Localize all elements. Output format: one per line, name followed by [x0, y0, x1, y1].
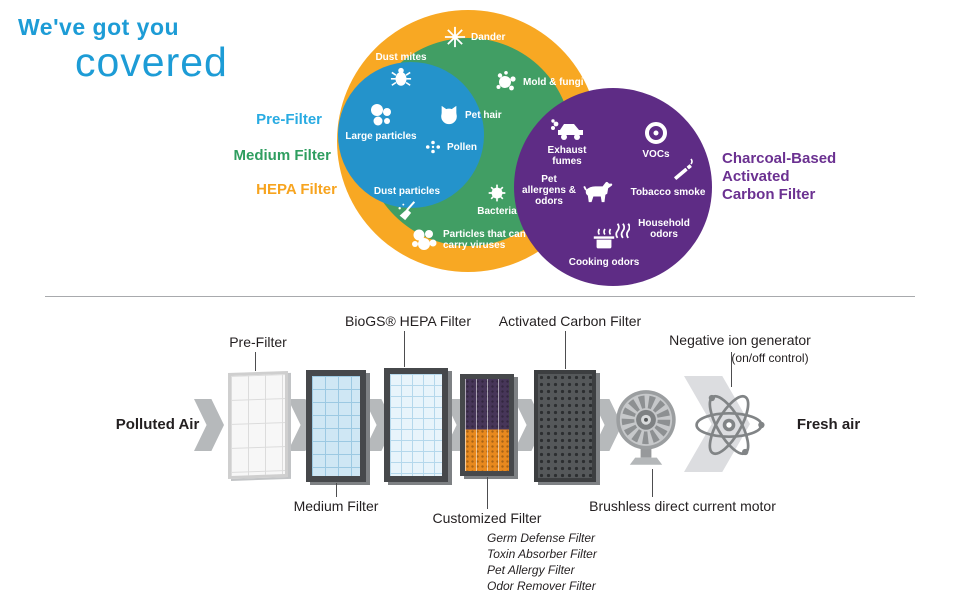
venn-item-label: Cooking odors	[568, 257, 640, 268]
carbon-filter-circle	[514, 88, 712, 286]
cigarette-icon	[670, 158, 696, 184]
title-line1: We've got you	[18, 14, 180, 40]
carbon-label-line2: Activated	[722, 168, 790, 185]
sublist-item: Germ Defense Filter	[487, 531, 596, 545]
pollen-icon	[424, 138, 442, 156]
venn-item-label: Mold & fungi	[523, 76, 584, 88]
biogs-hepa-filter-image	[384, 368, 448, 482]
flow-pre-filter-label: Pre-Filter	[229, 334, 287, 350]
carbon-filter-label: Charcoal-Based Activated Carbon Filter	[722, 150, 862, 204]
venn-item-pet-hair: Pet hair	[438, 104, 502, 126]
customized-filter-sublist: Germ Defense Filter Toxin Absorber Filte…	[487, 530, 597, 594]
carbon-label-line3: Carbon Filter	[722, 186, 816, 203]
cat-icon	[438, 104, 460, 126]
venn-item-vocs: VOCs	[634, 120, 678, 160]
pre-filter-connector	[255, 352, 256, 371]
page-title: We've got you covered	[18, 14, 228, 86]
carbon-connector	[565, 331, 566, 369]
carbon-label-line1: Charcoal-Based	[722, 150, 837, 167]
venn-item-label: Dust mites	[375, 52, 427, 63]
flow-biogs-label: BioGS® HEPA Filter	[345, 313, 471, 329]
virus-cluster-icon	[410, 226, 438, 254]
venn-item-label: Dander	[471, 31, 506, 43]
ion-connector	[731, 352, 732, 387]
venn-item-label: Tobacco smoke	[630, 187, 706, 198]
broom-icon	[396, 200, 418, 222]
activated-carbon-filter-image	[534, 370, 596, 482]
pre-filter-label: Pre-Filter	[256, 111, 322, 128]
venn-item-label: Bacteria	[477, 206, 517, 217]
venn-item-viruses: Particles that can carry viruses	[410, 226, 529, 254]
venn-item-label: Pet allergens & odors	[522, 174, 576, 207]
venn-item-large-particles: Large particles	[344, 102, 418, 142]
biogs-connector	[404, 331, 405, 367]
venn-item-dust-particles: Dust particles	[372, 186, 442, 222]
venn-item-label: Pollen	[447, 141, 478, 153]
flow-carbon-label: Activated Carbon Filter	[498, 313, 642, 329]
pre-filter-image	[228, 370, 288, 480]
venn-item-exhaust: Exhaust fumes	[538, 118, 596, 167]
steam-icon	[614, 219, 631, 239]
venn-item-pet-allergens: Pet allergens & odors	[520, 174, 613, 207]
pot-icon	[591, 228, 617, 254]
flow-ion-label: Negative ion generator	[669, 332, 811, 348]
venn-item-label: Exhaust fumes	[547, 145, 587, 167]
car-exhaust-icon	[550, 118, 584, 142]
venn-item-cooking: Cooking odors	[562, 228, 646, 268]
venn-item-label: VOCs	[642, 149, 670, 160]
motor-fan-icon	[610, 385, 682, 469]
flow-motor-label: Brushless direct current motor	[589, 498, 776, 514]
flow-medium-label: Medium Filter	[293, 498, 379, 514]
title-line2: covered	[75, 39, 228, 85]
section-divider	[45, 296, 915, 297]
venn-item-label: Large particles	[345, 131, 417, 142]
pre-filter-circle	[338, 62, 484, 208]
sublist-item: Odor Remover Filter	[487, 579, 596, 593]
polluted-air-label: Polluted Air	[115, 416, 200, 433]
customized-filter-image	[460, 374, 514, 476]
venn-item-pollen: Pollen	[424, 138, 477, 156]
voc-ring-icon	[643, 120, 669, 146]
venn-item-label: Dust particles	[373, 186, 441, 197]
venn-item-tobacco: Tobacco smoke	[626, 158, 710, 198]
venn-item-label: Pet hair	[465, 109, 502, 121]
flow-ion-sublabel: (on/off control)	[731, 351, 809, 365]
venn-item-mold: Mold & fungi	[494, 70, 584, 94]
customized-connector	[487, 477, 488, 509]
motor-connector	[652, 469, 653, 497]
ion-generator-atom-icon	[693, 389, 765, 461]
medium-filter-label: Medium Filter	[233, 147, 331, 164]
venn-item-bacteria: Bacteria	[468, 183, 526, 217]
mite-icon	[390, 66, 412, 88]
particles-icon	[368, 102, 394, 128]
venn-item-dust-mites: Dust mites	[372, 52, 430, 88]
venn-item-dander: Dander	[444, 26, 505, 48]
venn-item-label: Particles that can carry viruses	[443, 229, 526, 251]
fresh-air-label: Fresh air	[796, 416, 861, 433]
dog-icon	[583, 179, 613, 203]
bacteria-icon	[487, 183, 507, 203]
medium-filter-image	[306, 370, 366, 482]
flow-customized-label: Customized Filter	[432, 510, 542, 526]
venn-item-household: Household odors	[614, 218, 693, 240]
venn-item-label: Household odors	[638, 218, 690, 240]
mold-icon	[494, 70, 518, 94]
sublist-item: Pet Allergy Filter	[487, 563, 575, 577]
medium-connector	[336, 483, 337, 497]
dander-icon	[444, 26, 466, 48]
hepa-filter-label: HEPA Filter	[256, 181, 337, 198]
sublist-item: Toxin Absorber Filter	[487, 547, 597, 561]
